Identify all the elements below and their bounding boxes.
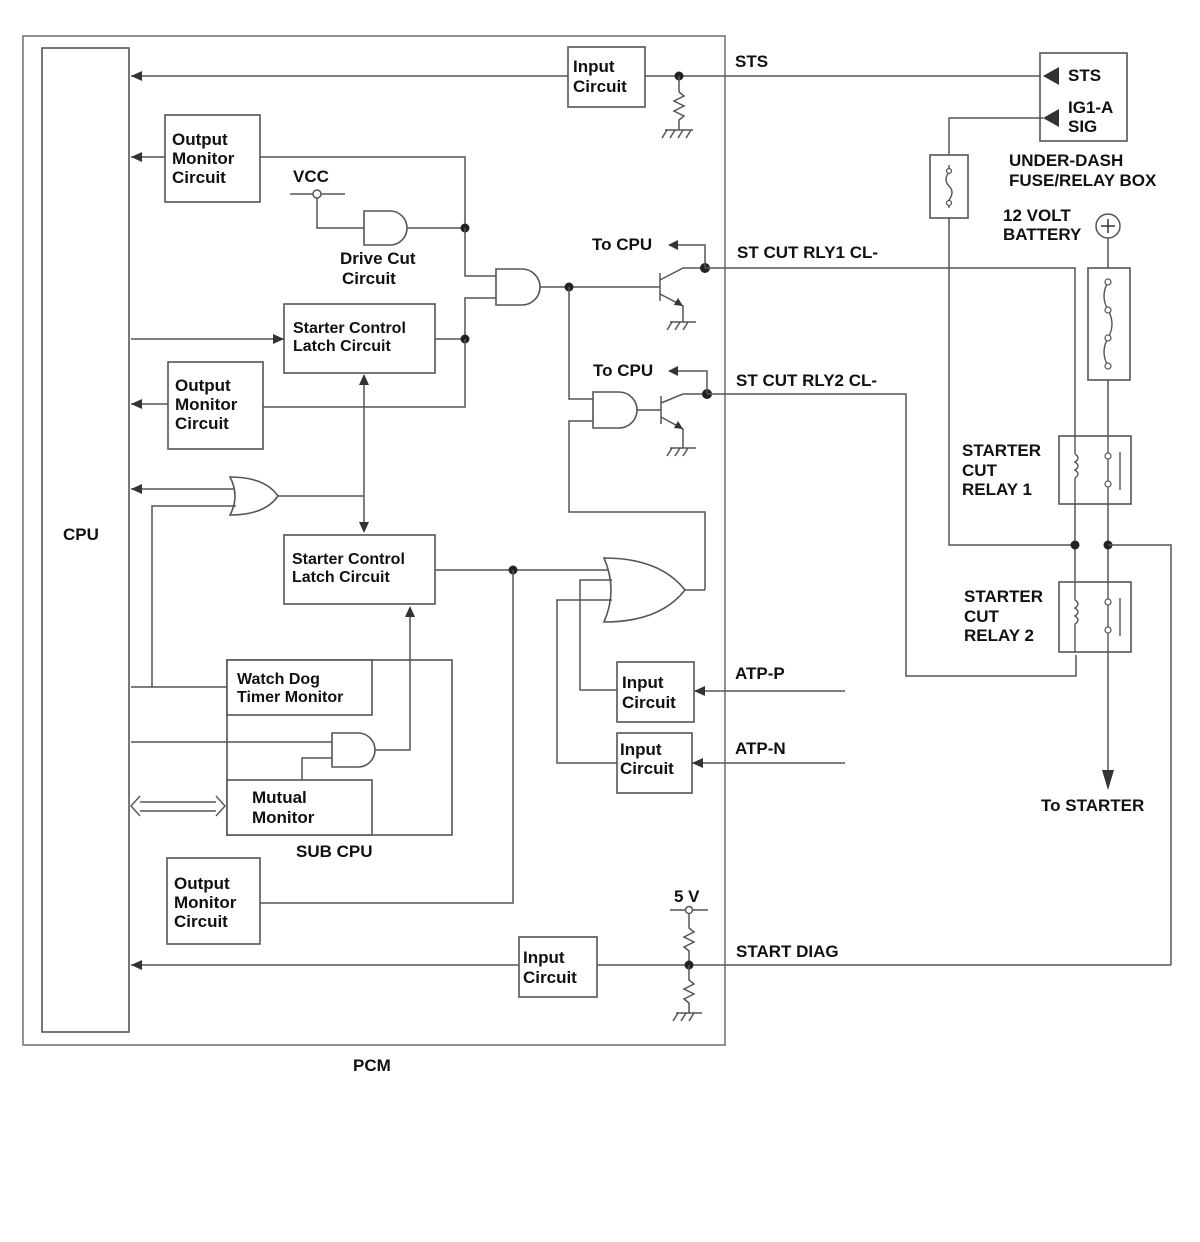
svg-text:Output: Output [175, 376, 231, 395]
svg-text:STS: STS [1068, 66, 1101, 85]
svg-text:SIG: SIG [1068, 117, 1097, 136]
svg-text:Monitor: Monitor [252, 808, 315, 827]
svg-text:Circuit: Circuit [172, 168, 226, 187]
ground-icon-start-diag [672, 1012, 702, 1022]
svg-text:IG1-A: IG1-A [1068, 98, 1113, 117]
drive-cut-label: Drive Cut [340, 249, 416, 268]
output-monitor-3 [166, 857, 261, 945]
cpu-block [41, 47, 130, 1033]
svg-text:Monitor: Monitor [175, 395, 238, 414]
input-circuit-start-diag [518, 936, 598, 998]
fuse-icon-battery [1087, 267, 1131, 381]
input-circuit-sts [567, 46, 646, 108]
and-gate-relay2 [592, 391, 638, 429]
output-monitor-1 [164, 114, 261, 203]
input-circuit-atp-n [616, 732, 693, 794]
starter-control-latch-1 [283, 303, 436, 374]
starter-cut-relay-1 [1058, 435, 1132, 505]
signal-sts: STS [735, 52, 768, 71]
and-gate-drive-cut [363, 210, 408, 246]
svg-text:Circuit: Circuit [573, 77, 627, 96]
sub-cpu-label: SUB CPU [296, 842, 373, 861]
svg-text:RELAY 1: RELAY 1 [962, 480, 1032, 499]
svg-text:Circuit: Circuit [523, 968, 577, 987]
svg-text:Watch Dog: Watch Dog [237, 671, 320, 688]
and-gate-sub-cpu [331, 732, 376, 768]
svg-text:CUT: CUT [964, 607, 1000, 626]
svg-text:Mutual: Mutual [252, 788, 307, 807]
or-gate-upper [228, 476, 279, 516]
svg-text:Monitor: Monitor [174, 893, 237, 912]
signal-st-cut-rly2: ST CUT RLY2 CL- [736, 371, 877, 390]
signal-atp-n: ATP-N [735, 739, 786, 758]
to-starter-label: To STARTER [1041, 796, 1144, 815]
svg-text:CUT: CUT [962, 461, 998, 480]
arrow-down-icon [1102, 770, 1114, 790]
svg-text:Latch Circuit: Latch Circuit [293, 338, 391, 355]
svg-text:Output: Output [172, 130, 228, 149]
under-dash-fuse-relay-box [1039, 52, 1128, 142]
svg-text:FUSE/RELAY BOX: FUSE/RELAY BOX [1009, 171, 1157, 190]
input-circuit-atp-p [616, 661, 695, 723]
bidirectional-arrow-icon [130, 795, 226, 817]
svg-text:Output: Output [174, 874, 230, 893]
vcc-label: VCC [293, 167, 329, 186]
svg-text:BATTERY: BATTERY [1003, 225, 1082, 244]
svg-text:RELAY 2: RELAY 2 [964, 626, 1034, 645]
svg-text:Latch Circuit: Latch Circuit [292, 569, 390, 586]
svg-text:Timer Monitor: Timer Monitor [237, 689, 343, 706]
ground-icon-sts [661, 129, 693, 139]
or-gate-lower [602, 557, 687, 623]
to-cpu-label-1: To CPU [592, 235, 652, 254]
cpu-label: CPU [63, 525, 99, 544]
relay-2-label: STARTER [964, 587, 1043, 606]
five-v-label: 5 V [674, 887, 700, 906]
svg-text:Circuit: Circuit [174, 912, 228, 931]
svg-text:Circuit: Circuit [620, 759, 674, 778]
battery-label: 12 VOLT [1003, 206, 1071, 225]
watch-dog-timer-monitor [226, 659, 373, 716]
starter-control-latch-2 [283, 534, 436, 605]
and-gate-main [495, 268, 541, 306]
svg-text:Circuit: Circuit [342, 269, 396, 288]
output-monitor-2 [167, 361, 264, 450]
pcm-label: PCM [353, 1056, 391, 1075]
svg-text:Input: Input [620, 740, 662, 759]
input-circuit-sts-label: Input [573, 57, 615, 76]
svg-text:Starter Control: Starter Control [292, 551, 405, 568]
fuse-box-title: UNDER-DASH [1009, 151, 1123, 170]
starter-cut-relay-2 [1058, 581, 1132, 653]
svg-text:Monitor: Monitor [172, 149, 235, 168]
svg-text:Input: Input [622, 673, 664, 692]
svg-text:Circuit: Circuit [622, 693, 676, 712]
signal-start-diag: START DIAG [736, 942, 839, 961]
svg-text:Circuit: Circuit [175, 414, 229, 433]
signal-st-cut-rly1: ST CUT RLY1 CL- [737, 243, 878, 262]
signal-atp-p: ATP-P [735, 664, 785, 683]
pcm-frame [22, 35, 726, 1046]
relay-1-label: STARTER [962, 441, 1041, 460]
svg-text:Input: Input [523, 948, 565, 967]
to-cpu-label-2: To CPU [593, 361, 653, 380]
svg-text:Starter Control: Starter Control [293, 320, 406, 337]
mutual-monitor [226, 779, 373, 836]
